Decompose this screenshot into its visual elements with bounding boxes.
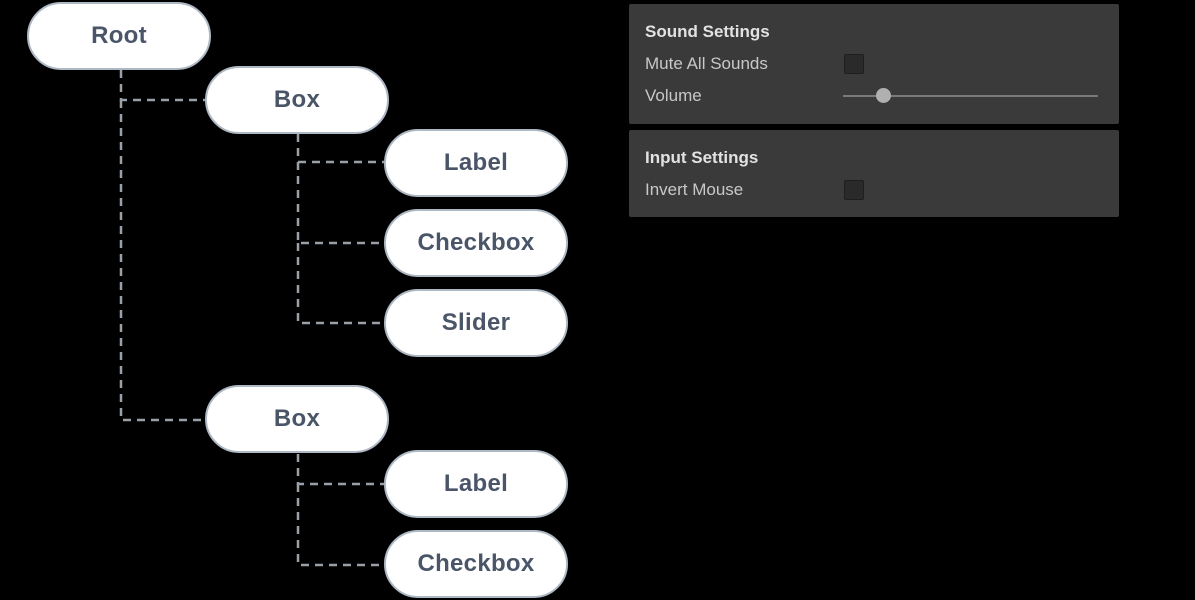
tree-connectors bbox=[119, 70, 384, 567]
input-settings-title: Input Settings bbox=[645, 148, 759, 167]
tree-node-root: Root bbox=[27, 2, 211, 70]
tree-node-label-1: Label bbox=[384, 129, 568, 197]
volume-label: Volume bbox=[645, 86, 702, 105]
tree-node-label-2: Label bbox=[384, 450, 568, 518]
sound-settings-panel: Sound Settings Mute All Sounds Volume bbox=[629, 4, 1119, 124]
volume-slider-track[interactable] bbox=[843, 95, 1098, 97]
connector-box1-checkbox bbox=[296, 162, 384, 245]
mute-all-sounds-label: Mute All Sounds bbox=[645, 54, 768, 73]
invert-mouse-checkbox[interactable] bbox=[844, 180, 864, 200]
tree-node-slider: Slider bbox=[384, 289, 568, 357]
connector-box2-label bbox=[296, 454, 384, 486]
tree-node-box-1: Box bbox=[205, 66, 389, 134]
connector-root-box1 bbox=[119, 70, 206, 102]
invert-mouse-label: Invert Mouse bbox=[645, 180, 744, 199]
tree-node-box-2: Box bbox=[205, 385, 389, 453]
mute-all-sounds-checkbox[interactable] bbox=[844, 54, 864, 74]
sound-settings-title: Sound Settings bbox=[645, 22, 770, 41]
input-settings-panel: Input Settings Invert Mouse bbox=[629, 130, 1119, 217]
connector-box1-slider bbox=[296, 243, 384, 325]
tree-node-checkbox-2: Checkbox bbox=[384, 530, 568, 598]
connector-root-box2 bbox=[119, 100, 206, 422]
tree-node-checkbox-1: Checkbox bbox=[384, 209, 568, 277]
connector-box1-label bbox=[296, 134, 384, 164]
volume-slider-thumb[interactable] bbox=[876, 88, 892, 103]
connector-box2-checkbox bbox=[296, 484, 384, 567]
